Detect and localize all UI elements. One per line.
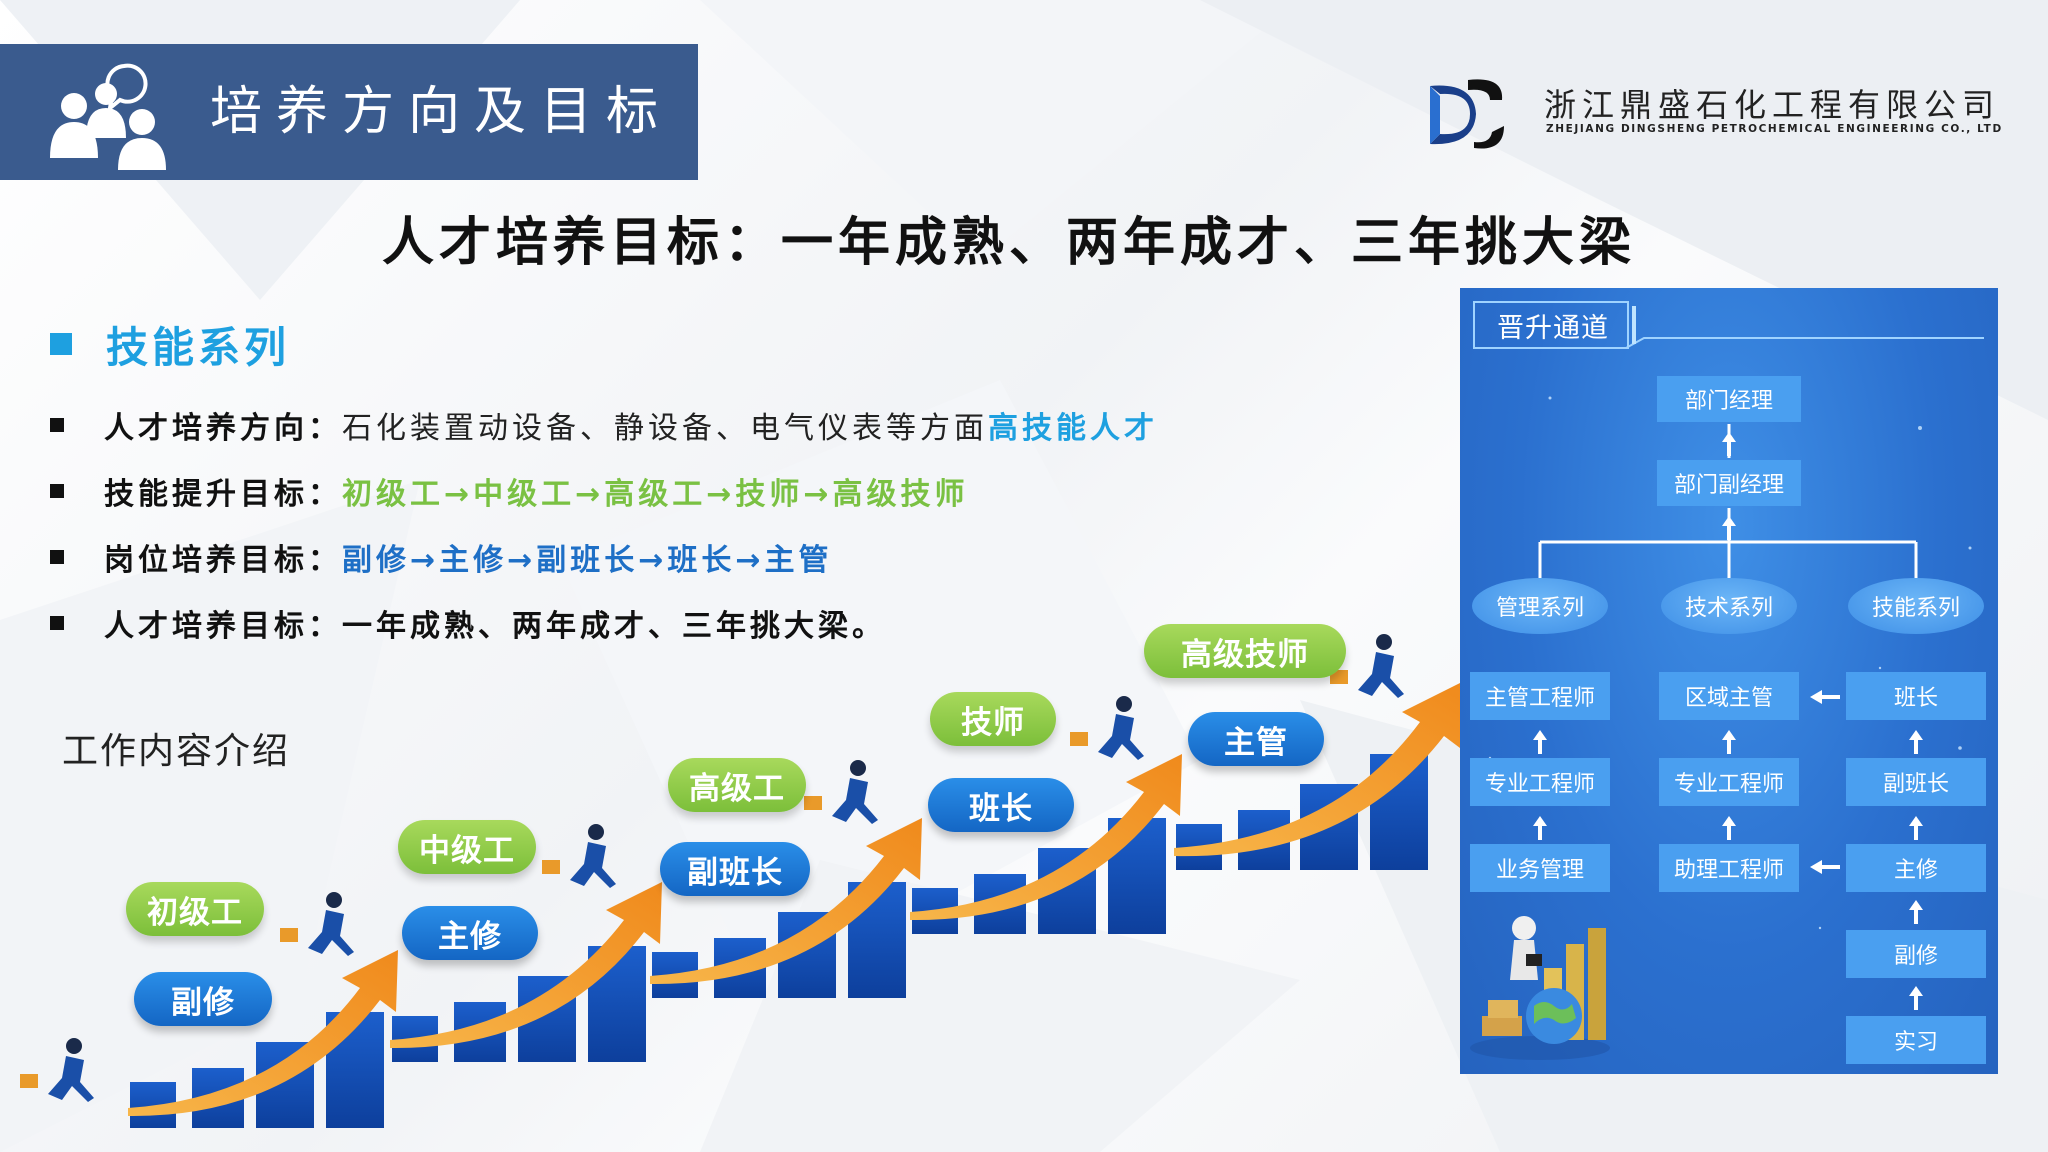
position-pill: 主管 <box>1188 712 1324 766</box>
company-logo-icon <box>1430 79 1504 149</box>
bullet-text: 石化装置动设备、静设备、电气仪表等方面 <box>342 411 988 446</box>
node-professional-engineer-mgmt: 专业工程师 <box>1470 758 1610 806</box>
node-main-repair: 主修 <box>1846 844 1986 892</box>
node-professional-engineer-tech: 专业工程师 <box>1659 758 1799 806</box>
position-pill: 副修 <box>134 972 272 1026</box>
main-title: 人才培养目标：一年成熟、两年成才、三年挑大梁 <box>382 213 1637 273</box>
header-title: 培养方向及目标 <box>210 82 673 142</box>
header-band: 培养方向及目标 <box>0 44 698 180</box>
node-deputy-dept-manager: 部门副经理 <box>1657 460 1801 506</box>
node-dept-manager: 部门经理 <box>1657 376 1801 422</box>
skill-level-pill: 中级工 <box>398 820 536 874</box>
promotion-channel-panel: 晋升通道 部门经理 部门副经理 管理系列 技术系列 技能系列 主管工程师 专业工… <box>1460 288 1998 1074</box>
left-arrow-icons <box>1810 690 1840 874</box>
bullet-item-direction: 人才培养方向： 石化装置动设备、静设备、电气仪表等方面 高技能人才 <box>50 392 1158 458</box>
skill-level-pill: 技师 <box>930 692 1056 746</box>
growth-arrows <box>128 683 1460 1117</box>
bullet-highlight: 一年成熟、两年成才、三年挑大梁。 <box>342 609 886 644</box>
bullet-square-icon <box>50 418 64 432</box>
bullet-square-icon <box>50 550 64 564</box>
bullet-label: 人才培养目标： <box>104 609 342 644</box>
work-content-label: 工作内容介绍 <box>62 731 291 772</box>
runner-figures <box>20 634 1404 1102</box>
bullet-square-icon <box>50 616 64 630</box>
ladder-graphics <box>20 634 1460 1128</box>
bullet-item-talent-goal: 人才培养目标： 一年成熟、两年成才、三年挑大梁。 <box>50 590 1158 656</box>
skill-level-pill: 高级工 <box>668 758 806 812</box>
bullet-label: 技能提升目标： <box>104 477 342 512</box>
bullet-label: 人才培养方向： <box>104 411 342 446</box>
node-chief-engineer: 主管工程师 <box>1470 672 1610 720</box>
panel-title: 晋升通道 <box>1497 312 1609 344</box>
bullet-highlight: 高技能人才 <box>988 411 1158 446</box>
skill-level-pill: 初级工 <box>126 882 264 936</box>
node-intern: 实习 <box>1846 1016 1986 1064</box>
series-management: 管理系列 <box>1472 578 1608 634</box>
bullet-highlight: 副修→主修→副班长→班长→主管 <box>342 543 833 578</box>
node-assistant-repair: 副修 <box>1846 930 1986 978</box>
node-assistant-engineer: 助理工程师 <box>1659 844 1799 892</box>
node-deputy-team-leader: 副班长 <box>1846 758 1986 806</box>
series-technical: 技术系列 <box>1661 578 1797 634</box>
career-ladder-diagram: 初级工 中级工 高级工 技师 高级技师 副修 主修 副班长 班长 主管 <box>0 600 1460 1152</box>
globe-gold-illustration <box>1470 916 1610 1060</box>
position-pill: 主修 <box>402 906 538 960</box>
series-skill: 技能系列 <box>1848 578 1984 634</box>
section-label: 技能系列 <box>106 322 291 372</box>
position-pill: 副班长 <box>660 842 810 896</box>
skill-level-pill: 高级技师 <box>1144 624 1346 678</box>
position-pill: 班长 <box>928 778 1074 832</box>
company-name-cn: 浙江鼎盛石化工程有限公司 <box>1544 86 2001 124</box>
bullet-label: 岗位培养目标： <box>104 543 342 578</box>
bullet-item-position-goal: 岗位培养目标： 副修→主修→副班长→班长→主管 <box>50 524 1158 590</box>
node-business-management: 业务管理 <box>1470 844 1610 892</box>
panel-graphics <box>1470 301 1984 1060</box>
section-bullet-icon <box>50 333 72 355</box>
section-heading: 技能系列 <box>50 314 290 374</box>
company-name-en: ZHEJIANG DINGSHENG PETROCHEMICAL ENGINEE… <box>1546 123 2003 135</box>
bullet-highlight: 初级工→中级工→高级工→技师→高级技师 <box>342 477 969 512</box>
up-arrow-icons <box>1533 432 1923 1010</box>
node-team-leader: 班长 <box>1846 672 1986 720</box>
node-area-supervisor: 区域主管 <box>1659 672 1799 720</box>
people-chat-icon <box>50 63 166 170</box>
bullet-item-skill-goal: 技能提升目标： 初级工→中级工→高级工→技师→高级技师 <box>50 458 1158 524</box>
bullet-list: 人才培养方向： 石化装置动设备、静设备、电气仪表等方面 高技能人才 技能提升目标… <box>50 392 1158 656</box>
bullet-square-icon <box>50 484 64 498</box>
